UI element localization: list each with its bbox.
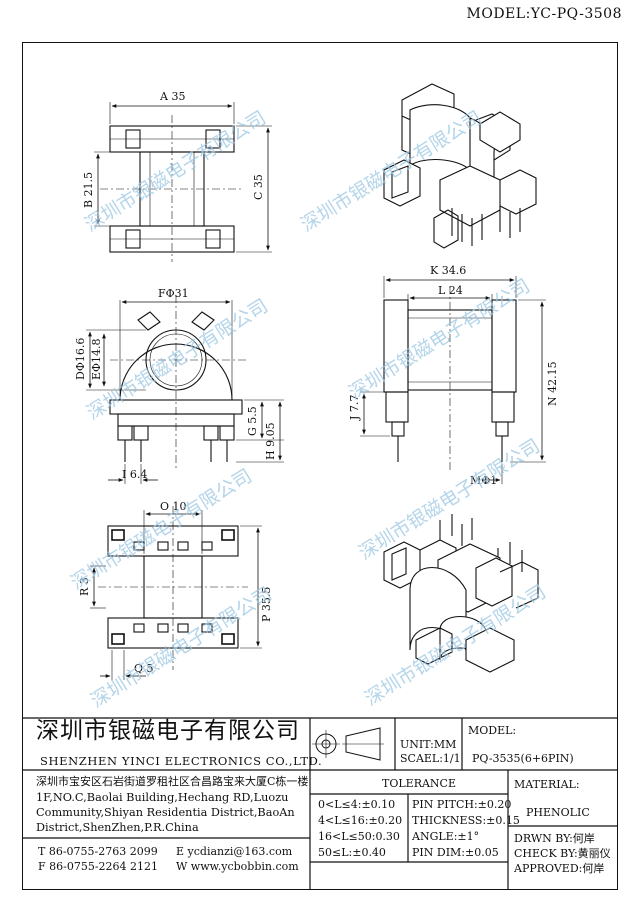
dim-a: A 35 — [159, 90, 185, 103]
scale-label: SCAEL:1/1 — [400, 752, 461, 765]
address-en-line-3: District,ShenZhen,P.R.China — [36, 821, 199, 834]
contact-tel: T 86-0755-2763 2099 — [38, 845, 158, 858]
dim-l: L 24 — [438, 284, 463, 297]
approved-by: APPROVED:何岸 — [514, 862, 605, 875]
address-en-line-2: Community,Shiyan Residentia District,Bao… — [36, 806, 295, 819]
tolerance-left-2: 4<L≤16:±0.20 — [318, 814, 403, 827]
tolerance-right-1: PIN PITCH:±0.20 — [412, 798, 512, 811]
side-elevation-view — [360, 276, 546, 484]
contact-web: W www.ycbobbin.com — [176, 860, 299, 873]
contact-email: E ycdianzi@163.com — [176, 845, 293, 858]
check-by: CHECK BY:黄丽仪 — [514, 847, 611, 860]
material-label: MATERIAL: — [514, 778, 580, 791]
tolerance-left-3: 16<L≤50:0.30 — [318, 830, 400, 843]
address-en-line-1: 1F,NO.C,Baolai Building,Hechang RD,Luozu — [36, 791, 289, 804]
dim-g: G 5.5 — [246, 406, 259, 436]
address-cn: 深圳市宝安区石岩街道罗租社区合昌路宝来大厦C栋一楼 — [36, 775, 309, 788]
dim-c: C 35 — [252, 174, 265, 200]
side-view — [86, 295, 284, 484]
dim-n: N 42.15 — [546, 361, 559, 406]
tolerance-right-3: ANGLE:±1° — [412, 830, 480, 843]
dim-q: Q 5 — [134, 662, 154, 675]
dim-k: K 34.6 — [430, 264, 466, 277]
drawn-by: DRWN BY:何岸 — [514, 832, 595, 845]
tolerance-left-1: 0<L≤4:±0.10 — [318, 798, 396, 811]
dim-f: FΦ31 — [158, 287, 189, 300]
company-name-en: SHENZHEN YINCI ELECTRONICS CO.,LTD. — [40, 754, 323, 768]
svg-text:深圳市银磁电子有限公司: 深圳市银磁电子有限公司 — [83, 295, 272, 424]
model-value: PQ-3535(6+6PIN) — [472, 752, 574, 765]
tolerance-label: TOLERANCE — [382, 777, 456, 790]
model-header: MODEL:YC-PQ-3508 — [466, 6, 622, 22]
tolerance-right-2: THICKNESS:±0.15 — [412, 814, 520, 827]
material-value: PHENOLIC — [526, 806, 590, 819]
front-view — [94, 102, 272, 262]
unit-label: UNIT:MM — [400, 738, 457, 751]
isometric-view-bottom — [383, 514, 539, 673]
dim-h: H 9.05 — [264, 422, 277, 460]
title-block-grid — [22, 717, 618, 890]
dim-o: O 10 — [160, 500, 187, 513]
dim-p: P 35.5 — [260, 587, 273, 622]
tolerance-right-4: PIN DIM:±0.05 — [412, 846, 499, 859]
bottom-view — [90, 506, 262, 680]
dim-r: R 3 — [78, 577, 91, 596]
company-name-cn: 深圳市银磁电子有限公司 — [36, 718, 300, 744]
dim-m: MΦ1 — [470, 474, 497, 487]
isometric-view-top — [383, 83, 537, 249]
contact-fax: F 86-0755-2264 2121 — [38, 860, 159, 873]
dim-i: I 6.4 — [122, 468, 147, 481]
drawing-frame — [22, 42, 618, 890]
dim-e: EΦ14.8 — [90, 338, 103, 380]
model-label: MODEL: — [468, 724, 517, 737]
tolerance-left-4: 50≤L:±0.40 — [318, 846, 386, 859]
dim-b: B 21.5 — [82, 172, 95, 208]
dim-j: J 7.7 — [348, 395, 361, 421]
dim-d: DΦ16.6 — [74, 338, 87, 380]
